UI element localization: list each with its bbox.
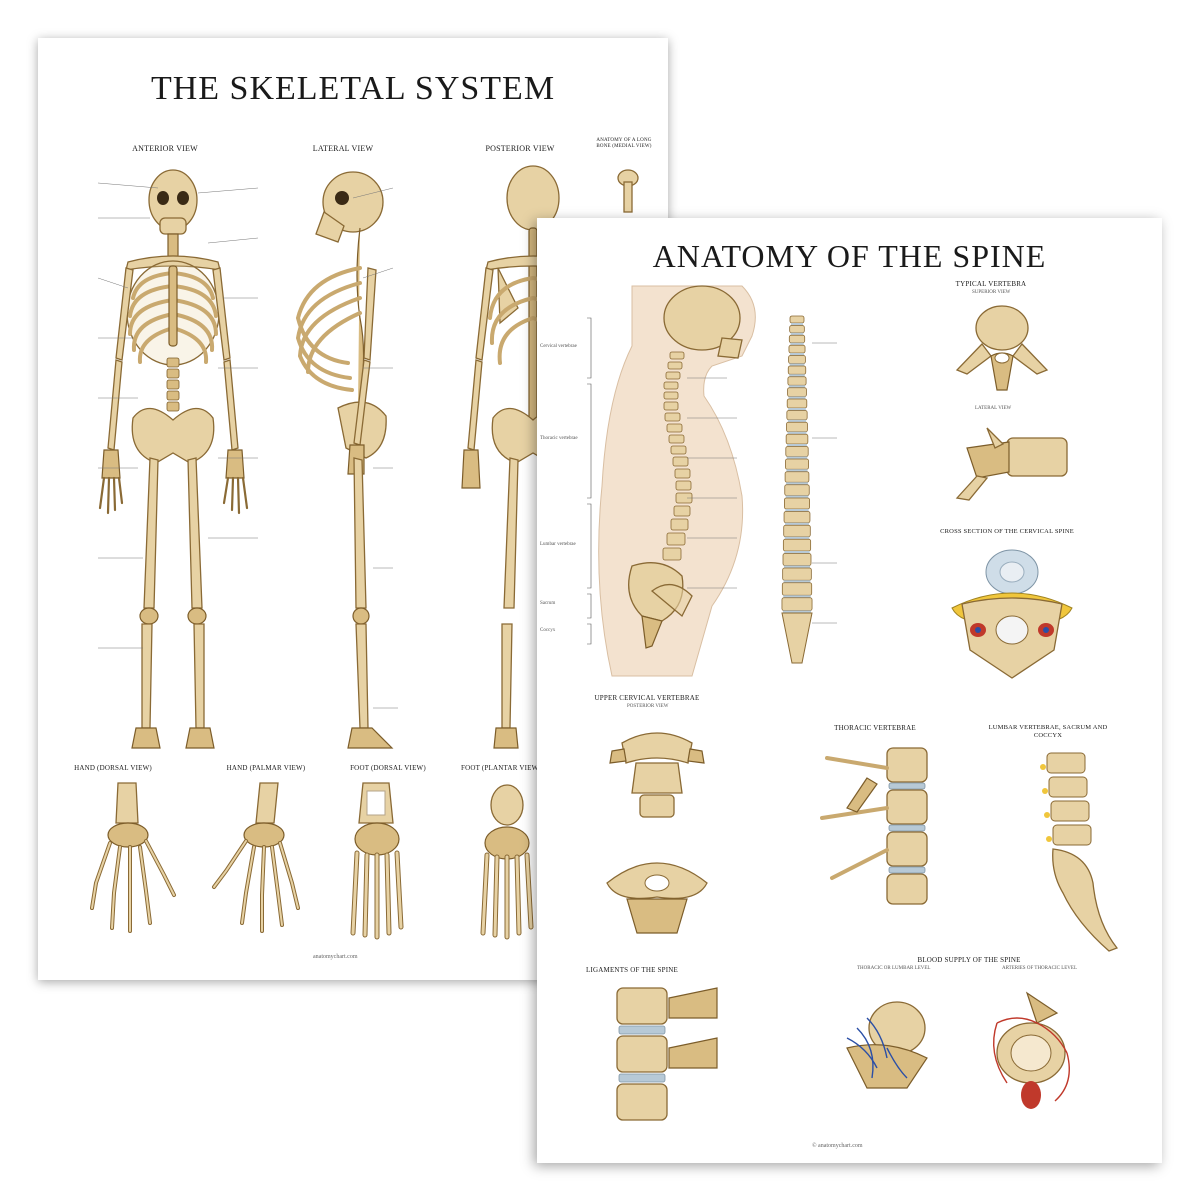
spine-column-disc (784, 536, 810, 540)
spine-column-disc (787, 431, 807, 435)
spine-column-disc (783, 595, 811, 598)
spine-region-brackets (587, 317, 592, 645)
hand-dorsal-label: HAND (DORSAL VIEW) (74, 764, 152, 772)
foot-dorsal-illustration (350, 782, 404, 940)
spine-column-disc (783, 580, 811, 583)
spine-column-disc (785, 495, 809, 498)
spine-anterior-column-illustration (781, 315, 813, 664)
upper-cervical-posterior-illustration (609, 732, 705, 818)
spine-column-disc (786, 482, 808, 485)
spine-column-disc (786, 469, 808, 472)
skeletal-poster-title: THE SKELETAL SYSTEM (150, 70, 556, 107)
thoracic-vertebrae-label: THORACIC VERTEBRAE (834, 724, 916, 732)
thoracic-lumbar-level-label: THORACIC OR LUMBAR LEVEL (857, 966, 931, 971)
spine-poster-credit: © anatomychart.com (812, 1143, 863, 1149)
spine-column-disc (787, 444, 807, 447)
blood-supply-veins-illustration (846, 1001, 928, 1089)
spine-column-disc (788, 385, 806, 388)
upper-cervical-posterior-view-label: POSTERIOR VIEW (627, 704, 669, 709)
hand-palmar-label: HAND (PALMAR VIEW) (226, 764, 306, 772)
lateral-vertebra-label: LATERAL VIEW (975, 406, 1012, 411)
spine-column-disc (791, 323, 803, 326)
upper-cervical-label: UPPER CERVICAL VERTEBRAE (594, 694, 700, 702)
spine-column-disc (784, 551, 810, 554)
lateral-view-label: LATERAL VIEW (312, 144, 374, 153)
foot-plantar-illustration (480, 784, 534, 940)
skeletal-poster-credit: anatomychart.com (313, 954, 358, 960)
spine-column-disc (789, 363, 805, 366)
lumbar-sacrum-coccyx-label: LUMBAR VERTEBRAE, SACRUM AND COCCYX (988, 724, 1108, 739)
spine-column-disc (785, 522, 809, 526)
spine-column-disc (789, 353, 805, 356)
spine-column-disc (788, 408, 806, 411)
skeletal-leader-lines (97, 182, 398, 709)
spine-lateral-body-illustration (598, 285, 756, 677)
spine-column-disc (790, 342, 804, 346)
spine-column-disc (785, 509, 809, 512)
hand-dorsal-illustration (90, 782, 176, 933)
foot-dorsal-label: FOOT (DORSAL VIEW) (350, 764, 426, 772)
long-bone-inset-illustration (617, 169, 639, 213)
sacrum-region-label: Sacrum (540, 601, 556, 606)
hand-palmar-illustration (212, 782, 300, 933)
spine-ligaments-illustration (616, 987, 718, 1121)
coccyx-region-label: Coccyx (540, 628, 556, 633)
typical-vertebra-superior-illustration (955, 305, 1049, 391)
anterior-view-label: ANTERIOR VIEW (132, 144, 198, 153)
spine-column-disc (786, 456, 808, 459)
thoracic-vertebrae-illustration (820, 747, 928, 905)
cervical-cross-section-illustration (951, 549, 1073, 679)
lumbar-sacrum-coccyx-illustration (1040, 752, 1119, 952)
spine-column-sacrum (781, 612, 813, 664)
spine-leader-lines (687, 342, 837, 624)
typical-vertebra-lateral-illustration (955, 427, 1068, 501)
arteries-thoracic-level-label: ARTERIES OF THORACIC LEVEL (1002, 966, 1078, 971)
blood-supply-label: BLOOD SUPPLY OF THE SPINE (917, 956, 1021, 964)
spine-poster-title: ANATOMY OF THE SPINE (652, 238, 1047, 274)
long-bone-inset-label: ANATOMY OF A LONG BONE (MEDIAL VIEW) (596, 138, 652, 149)
cross-section-label: CROSS SECTION OF THE CERVICAL SPINE (940, 528, 1074, 535)
superior-view-label: SUPERIOR VIEW (972, 290, 1011, 295)
lateral-skeleton-illustration (295, 171, 394, 749)
typical-vertebra-label: TYPICAL VERTEBRA (955, 280, 1027, 288)
spine-column-disc (784, 565, 810, 568)
ligaments-label: LIGAMENTS OF THE SPINE (586, 966, 678, 974)
lumbar-region-label: Lumbar vertebrae (540, 542, 576, 547)
foot-plantar-label: FOOT (PLANTAR VIEW) (461, 764, 541, 772)
anterior-skeleton-illustration (98, 169, 249, 749)
spine-column-disc (787, 419, 807, 423)
spine-column-disc (790, 332, 804, 336)
upper-cervical-superior-illustration (606, 862, 708, 934)
anatomy-of-spine-poster: ANATOMY OF THE SPINE Cervical vertebrae … (537, 218, 1162, 1163)
spine-column-disc (788, 396, 806, 399)
spine-column-disc (782, 610, 812, 613)
blood-supply-arteries-illustration (992, 991, 1070, 1109)
spine-column-disc (789, 374, 805, 377)
posterior-view-label: POSTERIOR VIEW (485, 144, 555, 153)
cervical-region-label: Cervical vertebrae (540, 344, 577, 349)
thoracic-region-label: Thoracic vertebrae (540, 436, 578, 441)
